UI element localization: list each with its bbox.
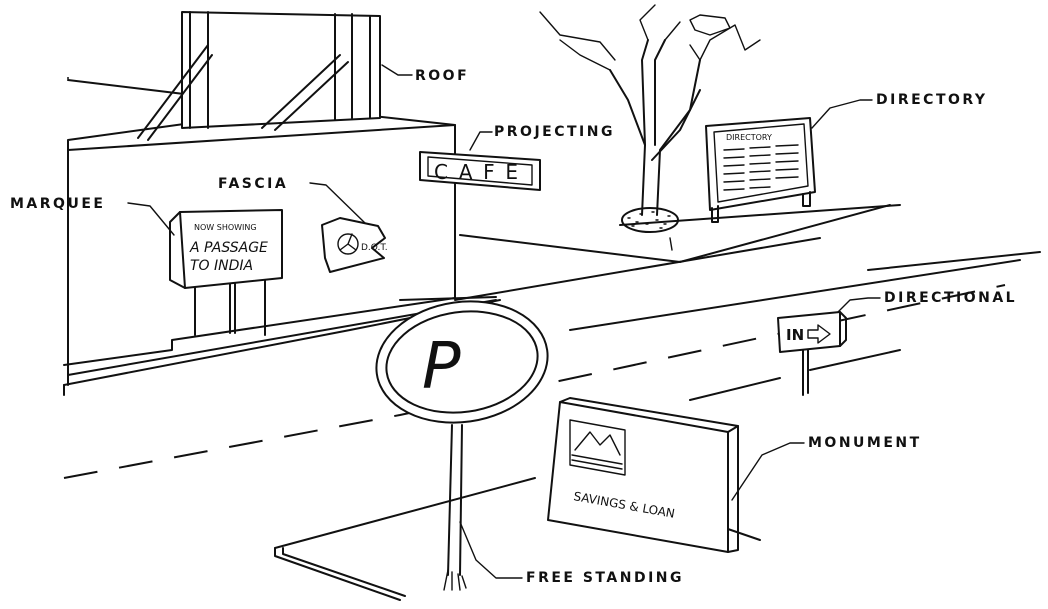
directional-sign: IN: [777, 311, 847, 396]
roof-leader: [381, 64, 413, 76]
label-projecting: PROJECTING: [494, 124, 615, 140]
marquee-line2-text: A PASSAGE: [189, 240, 268, 256]
tree: [539, 4, 761, 251]
directional-leader: [837, 297, 881, 313]
directory-leader: [811, 99, 873, 129]
fascia-leader: [309, 182, 366, 224]
free-standing-sign: P: [375, 300, 549, 591]
roof-sign: [137, 11, 381, 141]
marquee-line1-text: NOW SHOWING: [194, 223, 257, 232]
monument-leader: [731, 442, 805, 501]
free-standing-letter: P: [422, 330, 461, 404]
directory-header-text: DIRECTORY: [726, 133, 772, 142]
fascia-text: D.O.T.: [361, 243, 388, 253]
marquee-leader: [127, 202, 175, 236]
projecting-leader: [469, 131, 493, 151]
label-roof: ROOF: [415, 68, 469, 84]
label-marquee: MARQUEE: [10, 196, 105, 212]
directory-sign: DIRECTORY: [705, 117, 816, 223]
marquee-sign: NOW SHOWING A PASSAGE TO INDIA: [169, 209, 283, 289]
directional-text: IN: [786, 326, 804, 344]
free-standing-leader: [459, 521, 523, 579]
callout-leaders: [127, 64, 881, 579]
monument-sign: SAVINGS & LOAN: [547, 397, 739, 553]
label-free-standing: FREE STANDING: [526, 570, 684, 586]
label-directional: DIRECTIONAL: [884, 290, 1017, 306]
label-monument: MONUMENT: [808, 435, 922, 451]
directory-listing-lines: [723, 144, 799, 191]
label-fascia: FASCIA: [218, 176, 288, 192]
fascia-sign: D.O.T.: [321, 217, 388, 273]
projecting-sign: CAFE: [419, 151, 541, 191]
marquee-line3-text: TO INDIA: [190, 258, 253, 274]
label-directory: DIRECTORY: [876, 92, 988, 108]
callout-labels: ROOF PROJECTING DIRECTORY FASCIA MARQUEE…: [10, 68, 1017, 586]
